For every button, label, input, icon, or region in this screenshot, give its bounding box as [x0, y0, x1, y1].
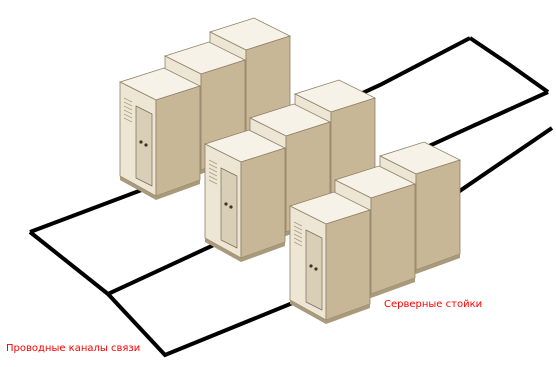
server-rack-icon — [288, 191, 372, 324]
server-racks-label: Серверные стойки — [384, 299, 483, 310]
cable-channels-label: Проводные каналы связи — [6, 343, 141, 354]
server-rack-icon — [118, 67, 202, 200]
server-rack-icon — [203, 129, 287, 262]
server-racks — [118, 17, 462, 324]
cable-line — [468, 36, 550, 94]
